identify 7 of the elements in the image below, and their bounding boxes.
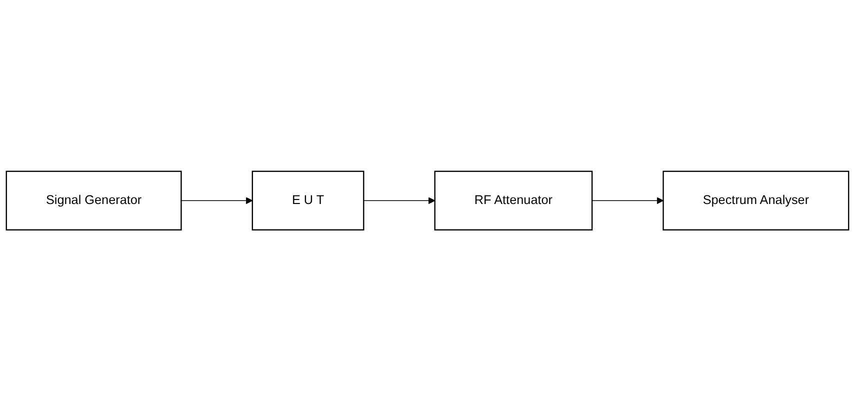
node-box: Signal Generator (6, 170, 182, 230)
node-box: Spectrum Analyser (662, 170, 850, 230)
arrow (180, 197, 253, 204)
node-box: E U T (252, 170, 364, 230)
arrow (592, 197, 664, 204)
arrow (363, 197, 436, 204)
node-box: RF Attenuator (434, 170, 593, 230)
